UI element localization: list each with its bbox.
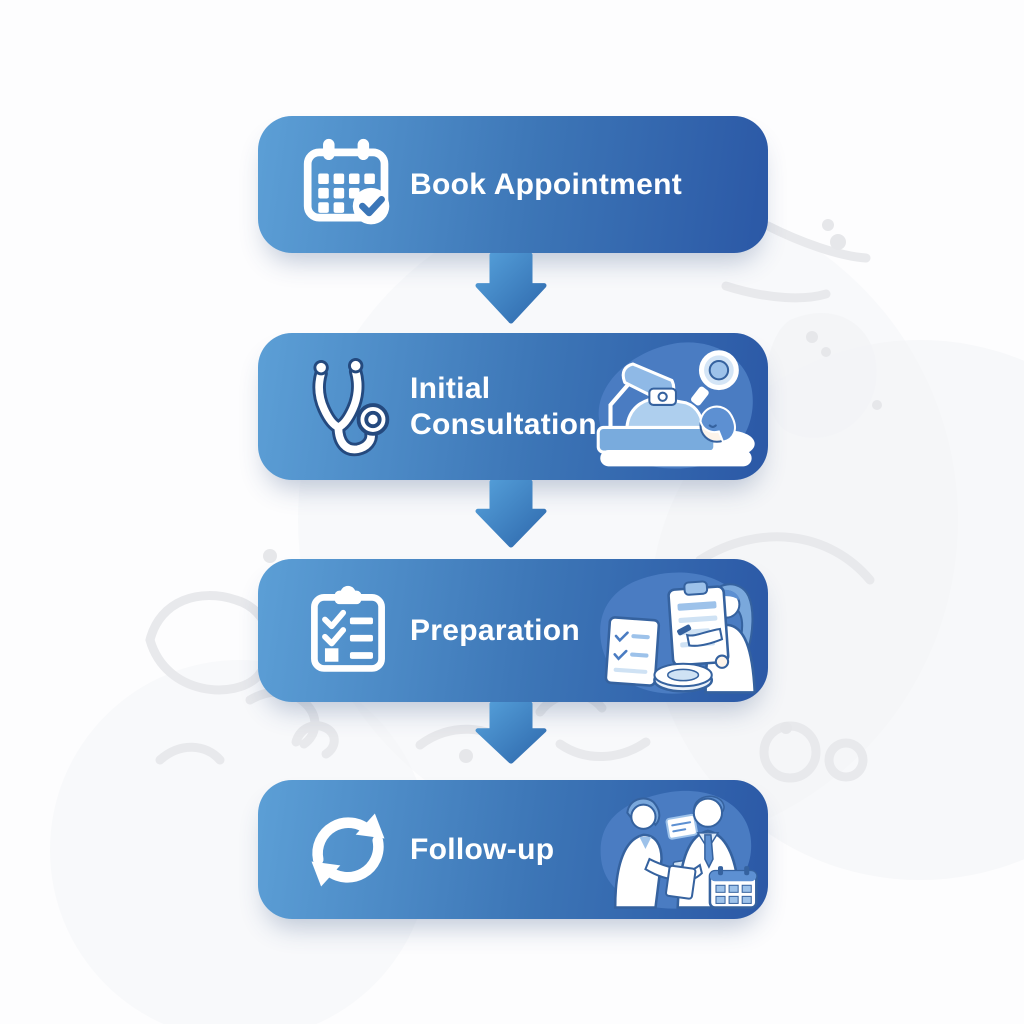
step-label-book-appointment: Book Appointment — [410, 167, 682, 203]
step-card-preparation: Preparation — [258, 559, 768, 702]
step-label-line: Book Appointment — [410, 167, 682, 201]
checklist-clipboard-icon — [300, 578, 396, 684]
step-card-follow-up: Follow-up — [258, 780, 768, 919]
step-label-follow-up: Follow-up — [410, 832, 554, 868]
step-label-line: Consultation — [410, 407, 597, 441]
step-label-line: Initial — [410, 371, 491, 405]
patient-examination-illustration — [588, 339, 760, 474]
step-label-initial-consultation: Initial Consultation — [410, 371, 597, 443]
down-arrow-connector — [475, 480, 547, 548]
checklist-review-illustration — [591, 565, 760, 696]
step-label-line: Follow-up — [410, 832, 555, 866]
step-card-initial-consultation: Initial Consultation — [258, 333, 768, 480]
step-card-book-appointment: Book Appointment — [258, 116, 768, 253]
doctor-patient-scheduling-illustration — [591, 786, 760, 913]
step-label-preparation: Preparation — [410, 613, 580, 649]
step-label-line: Preparation — [410, 613, 581, 647]
down-arrow-connector — [475, 253, 547, 324]
stethoscope-icon — [300, 354, 396, 460]
calendar-check-icon — [300, 132, 396, 238]
refresh-cycle-icon — [300, 797, 396, 903]
down-arrow-connector — [475, 702, 547, 764]
